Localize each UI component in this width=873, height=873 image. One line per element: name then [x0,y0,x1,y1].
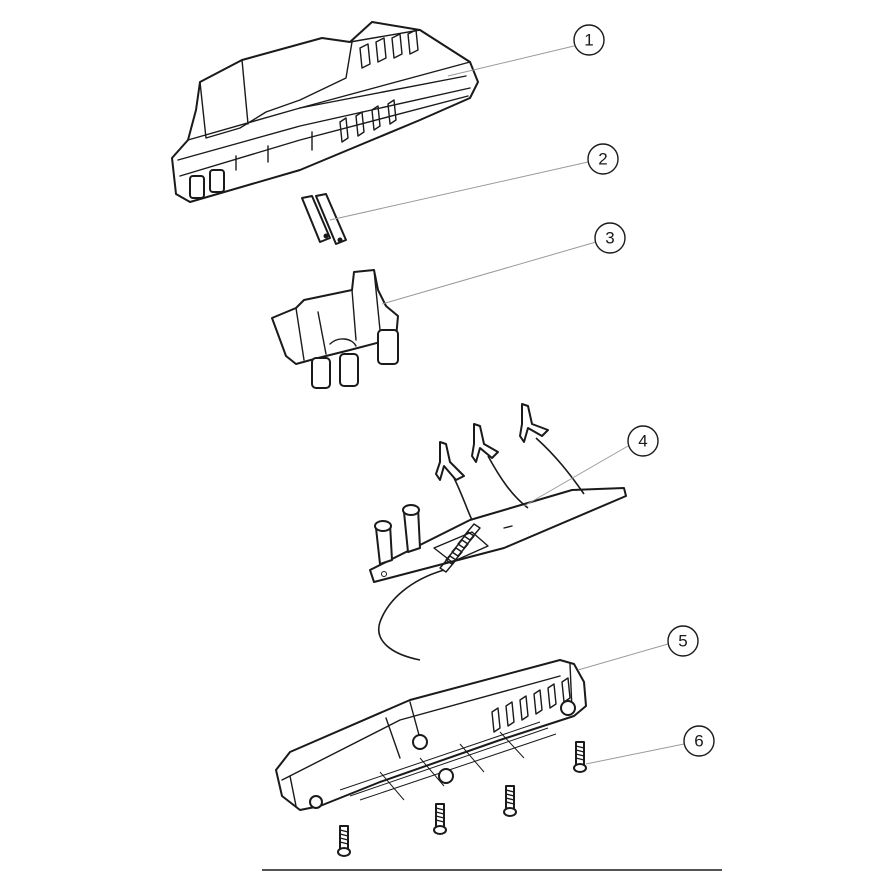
part-top-housing [171,21,479,203]
screw [433,803,447,835]
callout-1: 1 [573,24,605,56]
leader-line-2 [329,161,589,221]
part-bottom-housing [275,659,587,811]
callout-2: 2 [587,143,619,175]
callout-label: 3 [605,229,614,248]
leader-line-3 [381,241,597,305]
leader-line-5 [577,643,669,671]
bottom-housing-grille [339,721,557,801]
callout-label: 2 [598,150,607,169]
leader-line-1 [447,45,575,77]
callout-label: 4 [638,432,647,451]
leader-lines [329,45,685,765]
part-pins [301,193,347,245]
screw [573,741,587,773]
callout-label: 5 [678,632,687,651]
callout-5: 5 [667,625,699,657]
board-clips [435,403,549,481]
board-wires [378,437,585,661]
leader-line-4 [523,445,629,507]
screw [503,785,517,817]
callout-4: 4 [627,425,659,457]
board-posts [374,504,421,565]
callout-6: 6 [683,725,715,757]
part-circuit-board [369,403,627,661]
bottom-housing-vents [491,677,571,733]
part-screws [337,741,587,857]
leader-line-6 [585,743,685,765]
top-housing-vents [339,29,419,143]
callout-label: 6 [694,732,703,751]
part-connector-block [271,269,399,389]
screw [337,825,351,857]
callout-3: 3 [594,222,626,254]
callout-label: 1 [584,31,593,50]
